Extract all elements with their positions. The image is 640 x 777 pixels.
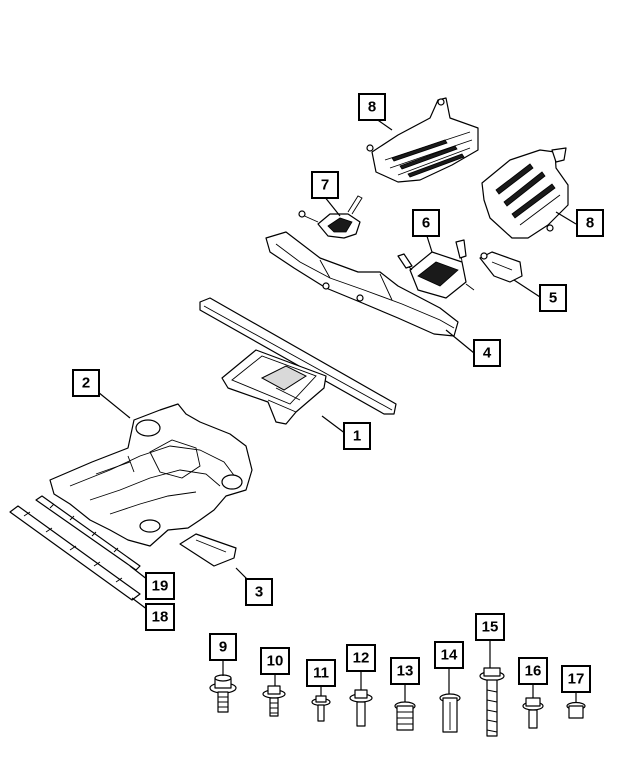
part-9-bolt <box>209 674 237 713</box>
svg-text:12: 12 <box>353 650 370 667</box>
callout-5: 5 <box>539 284 567 312</box>
part-5-bracket <box>479 251 523 283</box>
svg-text:13: 13 <box>397 663 414 680</box>
callout-17: 17 <box>561 665 591 693</box>
svg-text:16: 16 <box>525 663 542 680</box>
part-17-clip <box>566 701 586 719</box>
part-18-seal-strip <box>9 505 141 601</box>
callout-13: 13 <box>390 657 420 685</box>
part-13-nut <box>394 701 416 731</box>
svg-text:9: 9 <box>219 639 227 656</box>
callout-19: 19 <box>145 572 175 600</box>
part-11-bolt <box>311 695 331 722</box>
callout-8b: 8 <box>576 209 604 237</box>
part-3-plate <box>179 533 237 567</box>
svg-text:1: 1 <box>353 428 361 445</box>
svg-text:15: 15 <box>482 619 499 636</box>
callout-3: 3 <box>245 578 273 606</box>
part-12-bolt <box>349 689 373 727</box>
svg-text:11: 11 <box>313 665 329 682</box>
svg-text:5: 5 <box>549 290 557 307</box>
part-19-seal-strip <box>35 495 141 571</box>
callout-11: 11 <box>306 659 336 687</box>
svg-text:17: 17 <box>568 671 585 688</box>
callout-9: 9 <box>209 633 237 661</box>
part-6-mount <box>397 239 475 299</box>
callout-12: 12 <box>346 644 376 672</box>
callout-8a: 8 <box>358 93 386 121</box>
svg-text:3: 3 <box>255 584 263 601</box>
svg-text:8: 8 <box>586 215 594 232</box>
part-16-bolt <box>522 697 544 729</box>
part-4-crossmember <box>265 231 459 337</box>
svg-text:19: 19 <box>152 578 169 595</box>
svg-text:14: 14 <box>441 647 458 664</box>
part-15-long-bolt <box>479 667 505 737</box>
svg-text:4: 4 <box>483 345 492 362</box>
callout-4: 4 <box>473 339 501 367</box>
part-1-frame <box>199 297 397 425</box>
callout-7: 7 <box>311 171 339 199</box>
svg-text:6: 6 <box>422 215 430 232</box>
svg-text:7: 7 <box>321 177 329 194</box>
part-8-right-shield <box>481 147 569 239</box>
svg-text:8: 8 <box>368 99 376 116</box>
svg-text:2: 2 <box>82 375 90 392</box>
callout-10: 10 <box>260 647 290 675</box>
svg-text:10: 10 <box>267 653 284 670</box>
callout-2: 2 <box>72 369 100 397</box>
part-8-upper-shield <box>366 97 479 183</box>
callout-18: 18 <box>145 603 175 631</box>
callout-6: 6 <box>412 209 440 237</box>
part-10-bolt <box>262 685 286 717</box>
part-14-rivet-nut <box>439 693 461 733</box>
callout-16: 16 <box>518 657 548 685</box>
callout-1: 1 <box>343 422 371 450</box>
callout-14: 14 <box>434 641 464 669</box>
part-7-bracket <box>298 195 363 239</box>
part-2-belly-pan <box>49 403 253 547</box>
callout-15: 15 <box>475 613 505 641</box>
svg-text:18: 18 <box>152 609 169 626</box>
